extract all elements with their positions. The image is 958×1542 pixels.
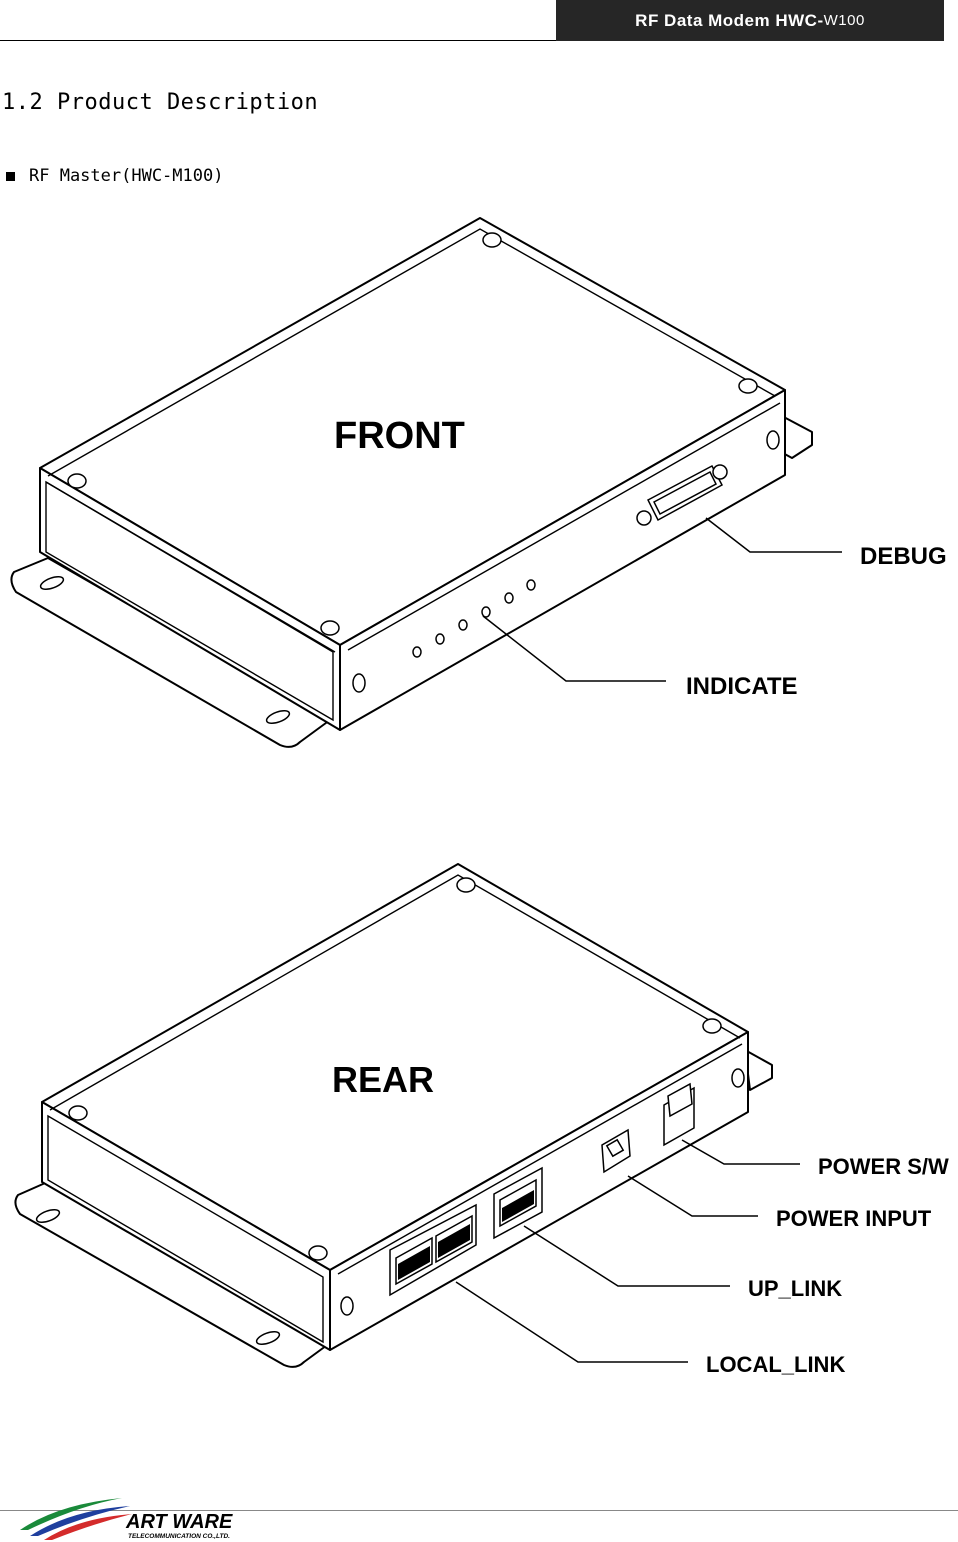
rear-device-drawing: REAR POWER S/W POWER INPUT UP_LINK LOCAL… [14,863,949,1377]
callout-up-link: UP_LINK [748,1276,842,1301]
logo-company-subtitle: TELECOMMUNICATION CO.,LTD. [128,1533,230,1540]
square-bullet-icon [6,171,15,181]
header-banner: RF Data Modem HWC-W100 [556,0,944,41]
logo-swoosh-green-icon [20,1498,122,1530]
logo-company-name: ART WARE [125,1511,233,1533]
item-label: RF Master(HWC-M100) [29,166,224,186]
header-product: RF Data Modem HWC- [635,10,824,30]
header-rule [0,40,944,41]
front-face-label: FRONT [334,415,465,457]
callout-indicate: INDICATE [686,673,798,700]
callout-local-link: LOCAL_LINK [706,1352,845,1377]
callout-power-sw: POWER S/W [818,1154,949,1179]
front-device-drawing: FRONT DEBUG INDICATE [10,217,947,748]
footer-rule [0,1510,958,1511]
section-title: 1.2 Product Description [2,90,319,115]
callout-debug: DEBUG [860,543,947,570]
rear-face-label: REAR [332,1059,434,1100]
logo-swoosh-blue-icon [30,1506,130,1536]
artware-logo: ART WARE TELECOMMUNICATION CO.,LTD. [20,1498,233,1540]
callout-power-input: POWER INPUT [776,1206,932,1231]
header-model: W100 [823,12,865,29]
logo-swoosh-red-icon [44,1514,132,1540]
item-row: RF Master(HWC-M100) [6,166,223,186]
